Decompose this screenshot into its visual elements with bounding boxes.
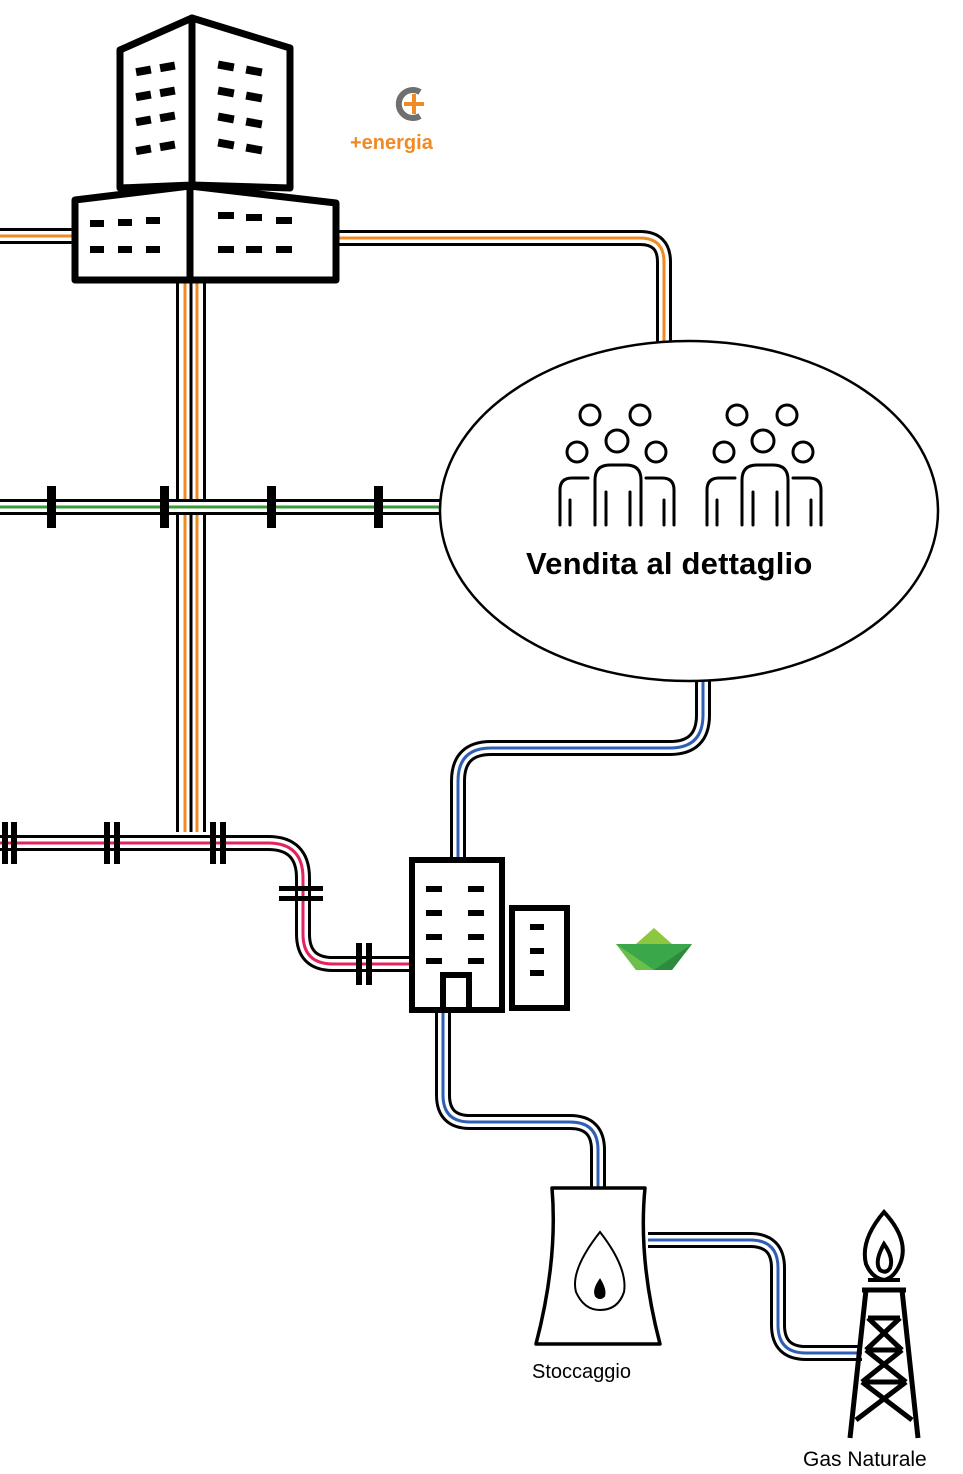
green-leaf-logo	[616, 928, 692, 970]
flame-icon	[574, 1230, 626, 1312]
retail-label: Vendita al dettaglio	[526, 546, 813, 581]
gas-well-derrick-icon	[847, 1287, 921, 1439]
gas-flame-icon	[862, 1208, 905, 1283]
people-group-icon	[705, 403, 823, 527]
blue-pipe-retail-to-supplier	[450, 674, 711, 862]
headquarters-windows	[90, 60, 292, 253]
people-group-icon	[558, 403, 676, 527]
storage-label: Stoccaggio	[532, 1361, 631, 1383]
blue-pipe-storage-to-well	[648, 1232, 862, 1361]
supplier-windows	[426, 886, 544, 976]
storage-tank-icon	[534, 1186, 662, 1346]
red-pipe-clamps	[2, 822, 372, 985]
orange-pipe-to-retail	[338, 230, 672, 342]
retail-ellipse	[438, 339, 940, 683]
energia-logo-text: +energia	[350, 132, 433, 154]
natural-gas-label: Gas Naturale	[803, 1448, 927, 1471]
headquarters-building-icon	[71, 14, 340, 284]
blue-pipe-supplier-to-storage	[435, 1010, 606, 1188]
energia-logo	[395, 87, 424, 121]
green-pipe-clamps	[47, 486, 383, 528]
orange-pipe-vertical	[176, 282, 206, 832]
red-pipe	[0, 835, 412, 972]
